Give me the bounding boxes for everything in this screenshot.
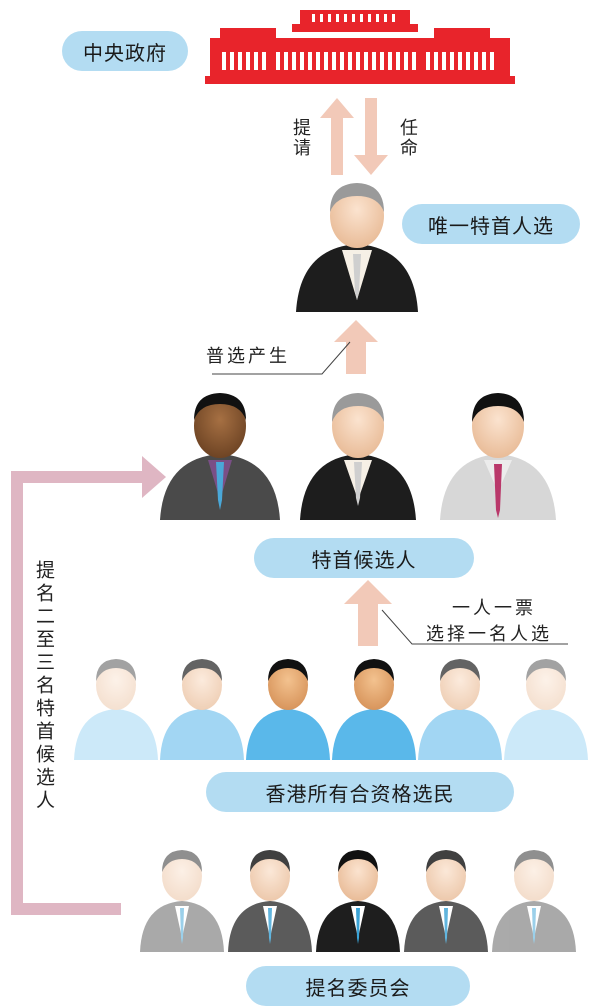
sole-candidate-label: 唯一特首人选 [402,204,580,244]
up-arrow-icon [344,580,392,646]
voter-person-icon [504,659,588,760]
nominate-two-three-label: 提名二至三名特首候选人 [33,560,55,813]
committee-member-icon [228,850,312,952]
eligible-voters-label: 香港所有合资格选民 [206,772,514,812]
candidate-person-icon [440,393,556,520]
voter-person-icon [332,659,416,760]
up-arrow-icon [334,320,378,374]
committee-member-icon [492,850,576,952]
central-government-label: 中央政府 [62,31,188,71]
candidate-person-icon [300,393,416,520]
candidate-person-icon [160,393,280,520]
side-arrow-icon [11,456,166,915]
voter-person-icon [160,659,244,760]
voters-row [74,659,588,760]
one-vote-label-line1: 一人一票 [452,598,536,619]
committee-member-icon [140,850,224,952]
ce-candidates-label: 特首候选人 [254,538,474,578]
voter-person-icon [74,659,158,760]
committee-member-icon [316,850,400,952]
universal-suffrage-label: 普选产生 [206,346,290,367]
nominate-label: 提请 [290,118,311,158]
voter-person-icon [418,659,502,760]
double-arrow-icon [320,98,388,175]
appoint-label: 任命 [397,118,418,158]
leader-line [381,609,568,645]
committee-row [140,850,576,952]
voter-person-icon [246,659,330,760]
nominating-committee-label: 提名委员会 [246,966,470,1006]
one-vote-label-line2: 选择一名人选 [426,624,552,645]
government-building-icon [205,10,515,84]
committee-member-icon [404,850,488,952]
sole-candidate-person-icon [296,183,418,312]
leader-line [212,341,351,375]
